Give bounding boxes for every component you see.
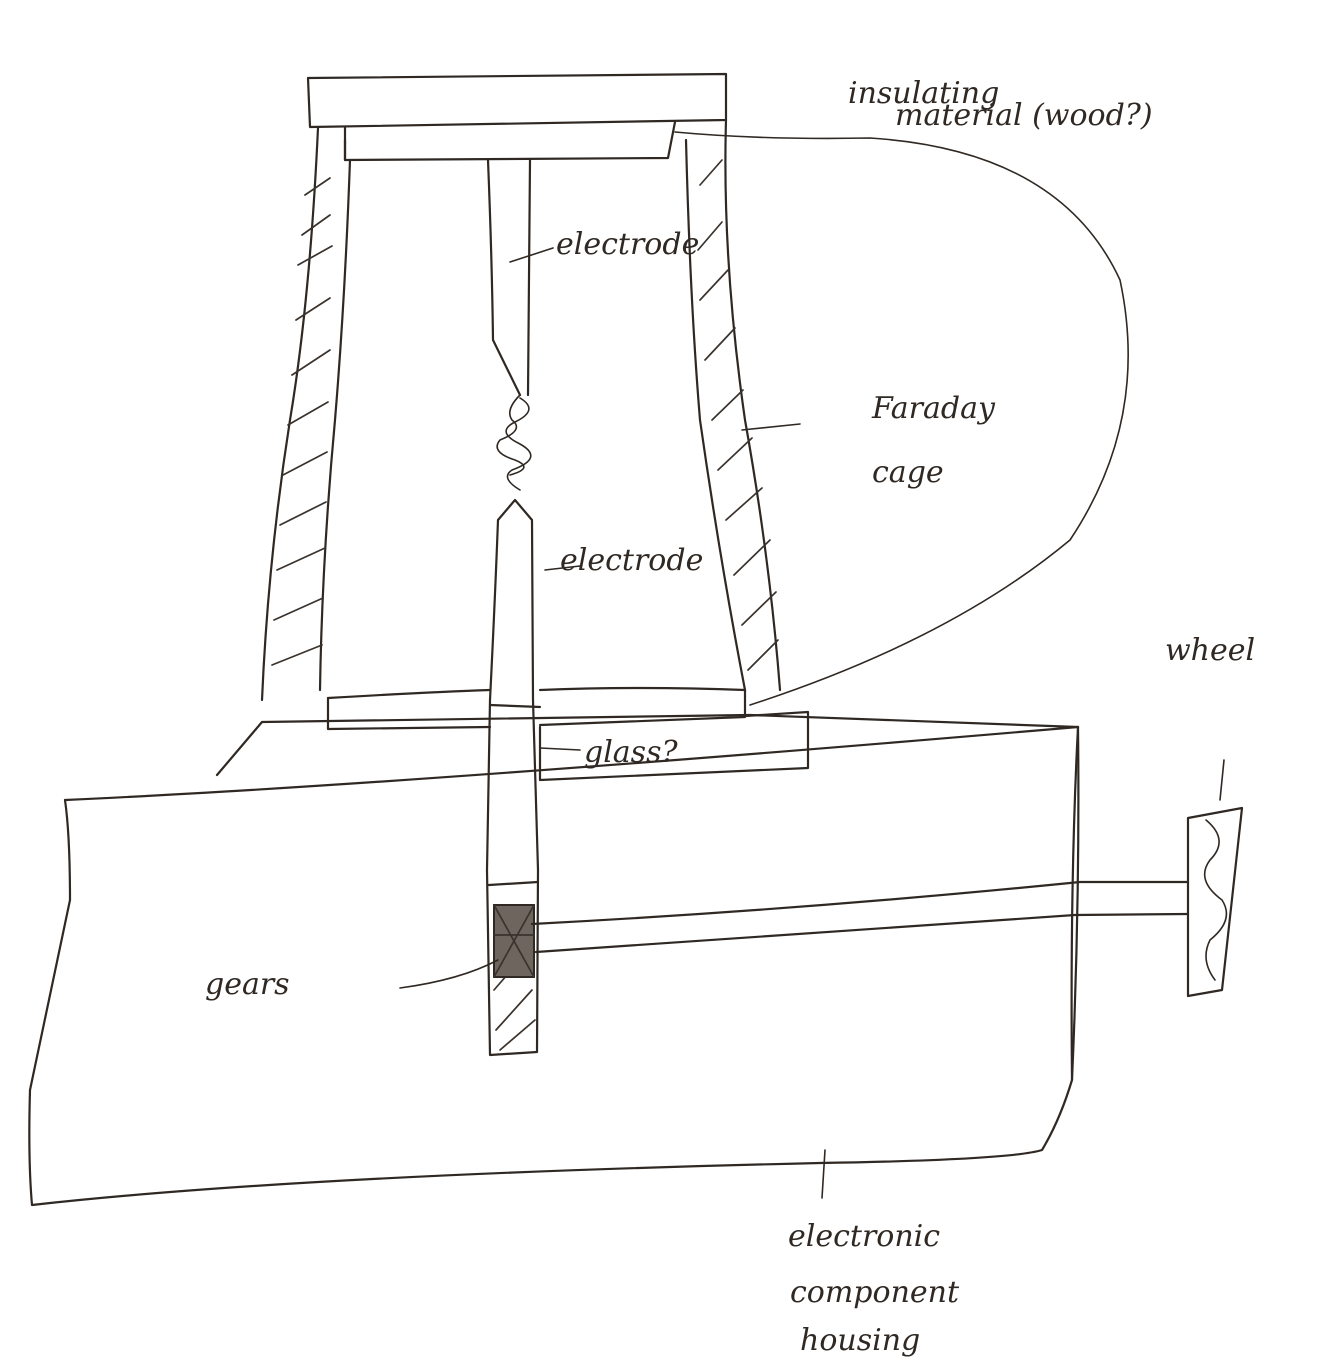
label-glass: glass? xyxy=(584,735,678,770)
glass-base xyxy=(328,688,808,780)
label-electrode-bottom: electrode xyxy=(560,543,703,578)
bottom-electrode xyxy=(487,500,538,870)
axle xyxy=(532,882,1188,952)
label-gears: gears xyxy=(205,967,290,1002)
insulating-top xyxy=(308,74,726,160)
faraday-cage-left-wall xyxy=(262,128,350,700)
label-housing-line3: housing xyxy=(800,1323,920,1358)
top-electrode xyxy=(488,160,530,475)
label-insulating-line2: material (wood?) xyxy=(895,98,1153,133)
label-wheel: wheel xyxy=(1165,633,1255,668)
label-electrode-top: electrode xyxy=(556,227,699,262)
leader-lines xyxy=(400,132,1224,1198)
faraday-cage-right-wall xyxy=(686,120,780,690)
label-housing-line2: component xyxy=(790,1275,960,1310)
label-faraday-line2: cage xyxy=(872,455,944,490)
wheel xyxy=(1188,808,1242,996)
label-faraday-line1: Faraday xyxy=(871,391,996,426)
label-housing-line1: electronic xyxy=(788,1219,940,1254)
electronic-component-housing xyxy=(29,727,1078,1205)
gears xyxy=(494,905,534,977)
